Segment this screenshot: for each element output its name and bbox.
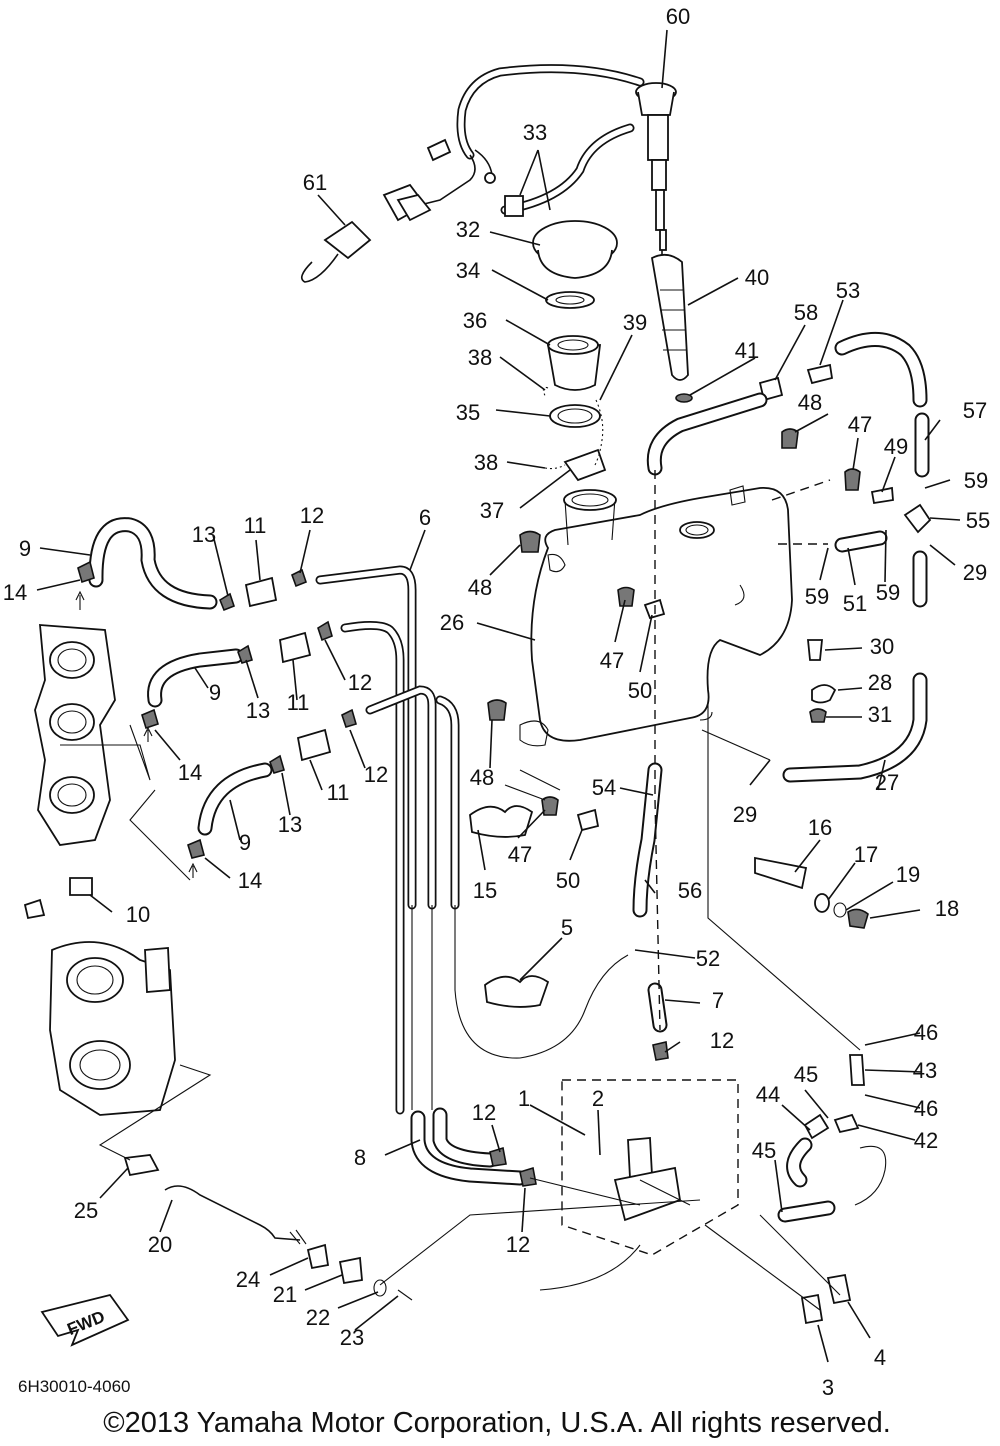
part-number-label: 9 <box>239 830 251 855</box>
hoses <box>88 332 930 1223</box>
part-number-label: 50 <box>628 678 652 703</box>
part-number-label: 45 <box>752 1138 776 1163</box>
part-number-label: 18 <box>935 896 959 921</box>
part-number-label: 29 <box>963 560 987 585</box>
part-number-label: 22 <box>306 1305 330 1330</box>
part-number-label: 14 <box>238 868 262 893</box>
part-number-label: 12 <box>300 503 324 528</box>
part-number-label: 48 <box>798 390 822 415</box>
part-number-label: 28 <box>868 670 892 695</box>
part-number-label: 58 <box>794 300 818 325</box>
part-number-label: 25 <box>74 1198 98 1223</box>
part-number-label: 13 <box>246 698 270 723</box>
long-tubes <box>164 565 629 1245</box>
part-number-label: 6 <box>419 505 431 530</box>
part-number-label: 27 <box>875 770 899 795</box>
part-number-label: 30 <box>870 634 894 659</box>
part-number-label: 13 <box>278 812 302 837</box>
diagram-code: 6H30010-4060 <box>18 1377 130 1396</box>
part-number-label: 48 <box>468 575 492 600</box>
part-number-label: 59 <box>805 584 829 609</box>
part-number-label: 12 <box>348 670 372 695</box>
part-number-label: 29 <box>733 802 757 827</box>
part-number-label: 47 <box>600 648 624 673</box>
part-number-label: 46 <box>914 1020 938 1045</box>
part-number-label: 56 <box>678 878 702 903</box>
fittings-group <box>487 363 932 1325</box>
part-number-label: 10 <box>126 902 150 927</box>
part-number-label: 9 <box>19 536 31 561</box>
part-number-label: 17 <box>854 842 878 867</box>
part-number-label: 5 <box>561 915 573 940</box>
part-number-label: 16 <box>808 815 832 840</box>
part-number-label: 21 <box>273 1282 297 1307</box>
part-number-label: 13 <box>192 522 216 547</box>
part-number-label: 19 <box>896 862 920 887</box>
part-number-label: 3 <box>822 1375 834 1400</box>
part-number-label: 60 <box>666 4 690 29</box>
part-number-label: 57 <box>963 398 987 423</box>
oil-level-gauge <box>635 82 693 403</box>
part-number-label: 12 <box>710 1028 734 1053</box>
part-number-label: 59 <box>876 580 900 605</box>
part-number-label: 26 <box>440 610 464 635</box>
part-number-label: 2 <box>592 1086 604 1111</box>
part-number-label: 8 <box>354 1145 366 1170</box>
part-number-label: 1 <box>518 1086 530 1111</box>
part-number-label: 12 <box>506 1232 530 1257</box>
part-number-label: 46 <box>914 1096 938 1121</box>
part-number-label: 53 <box>836 278 860 303</box>
part-number-label: 11 <box>244 513 267 538</box>
part-number-label: 47 <box>508 842 532 867</box>
part-number-label: 23 <box>340 1325 364 1350</box>
part-number-label: 38 <box>468 345 492 370</box>
part-number-label: 39 <box>623 310 647 335</box>
part-number-label: 15 <box>473 878 497 903</box>
pump-box-dashed <box>60 470 861 1311</box>
part-number-label: 11 <box>327 780 350 805</box>
part-number-label: 45 <box>794 1062 818 1087</box>
part-number-label: 42 <box>914 1128 938 1153</box>
part-number-label: 52 <box>696 946 720 971</box>
part-number-label: 47 <box>848 412 872 437</box>
part-number-label: 20 <box>148 1232 172 1257</box>
part-number-label: 7 <box>712 988 724 1013</box>
part-number-label: 61 <box>303 170 327 195</box>
part-number-label: 33 <box>523 120 547 145</box>
part-number-label: 11 <box>287 690 310 715</box>
part-number-label: 4 <box>874 1345 886 1370</box>
part-number-label: 12 <box>364 762 388 787</box>
leader-lines <box>36 29 961 1363</box>
part-number-label: 36 <box>463 308 487 333</box>
part-number-label: 32 <box>456 217 480 242</box>
part-number-label: 41 <box>735 338 759 363</box>
part-number-label: 48 <box>470 765 494 790</box>
part-number-label: 9 <box>209 680 221 705</box>
part-number-label: 50 <box>556 868 580 893</box>
part-number-label: 43 <box>913 1058 937 1083</box>
part-number-label: 44 <box>756 1082 780 1107</box>
part-number-label: 54 <box>592 775 616 800</box>
carburetor-blocks <box>23 624 413 1347</box>
part-number-label: 55 <box>966 508 990 533</box>
part-number-label: 12 <box>472 1100 496 1125</box>
part-number-label: 34 <box>456 258 480 283</box>
part-number-label: 59 <box>964 468 988 493</box>
part-number-label: 40 <box>745 265 769 290</box>
part-number-label: 38 <box>474 450 498 475</box>
part-number-label: 14 <box>178 760 202 785</box>
part-number-label: 24 <box>236 1267 260 1292</box>
filler-cap-assembly <box>532 220 618 482</box>
wiring-harness <box>300 64 645 283</box>
part-number-label: 51 <box>843 591 867 616</box>
part-number-label: 49 <box>884 434 908 459</box>
part-number-label: 35 <box>456 400 480 425</box>
part-number-label: 31 <box>868 702 892 727</box>
filters-and-clips <box>77 560 669 1187</box>
part-number-label: 37 <box>480 498 504 523</box>
part-number-label: 14 <box>3 580 27 605</box>
copyright-text: ©2013 Yamaha Motor Corporation, U.S.A. A… <box>103 1407 891 1439</box>
